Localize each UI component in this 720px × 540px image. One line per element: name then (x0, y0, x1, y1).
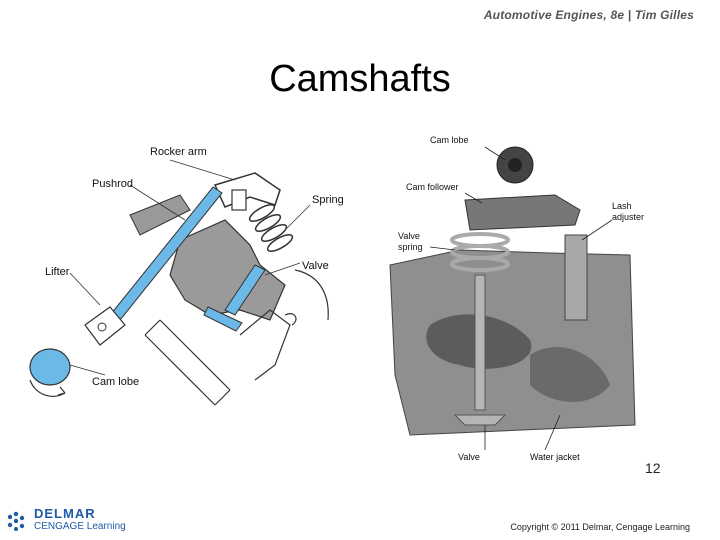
book-credit: Automotive Engines, 8e | Tim Gilles (483, 8, 694, 22)
spring-coils (248, 204, 294, 252)
label-cam-lobe: Cam lobe (92, 376, 139, 388)
label-cam-lobe-photo: Cam lobe (430, 135, 469, 145)
label-cam-follower: Cam follower (406, 182, 459, 192)
logo-dots-icon (7, 511, 25, 531)
copyright-notice: Copyright © 2011 Delmar, Cengage Learnin… (510, 522, 690, 532)
label-pushrod: Pushrod (92, 178, 133, 190)
label-water-jacket: Water jacket (530, 452, 580, 462)
label-rocker-arm: Rocker arm (150, 146, 207, 158)
page-number: 12 (645, 460, 661, 476)
label-valve-spring-line1: Valve (398, 231, 420, 241)
label-spring: Spring (312, 194, 344, 206)
label-lash-adjuster-line2: adjuster (612, 212, 644, 222)
label-valve-spring-line2: spring (398, 242, 423, 252)
label-valve: Valve (302, 260, 329, 272)
valvetrain-diagram: Rocker arm Pushrod Spring Valve Lifter C… (29, 146, 344, 406)
logo-primary-text: DELMAR (34, 506, 96, 521)
cylinder-head-photo: Cam lobe Cam follower Lash adjuster Valv… (370, 125, 660, 465)
label-valve-photo: Valve (458, 452, 480, 462)
delmar-logo: DELMAR CENGAGE Learning (6, 505, 146, 535)
label-lash-adjuster-line1: Lash (612, 201, 632, 211)
slide-title: Camshafts (269, 58, 451, 100)
label-lifter: Lifter (45, 266, 70, 278)
logo-secondary-text: CENGAGE Learning (34, 521, 126, 532)
